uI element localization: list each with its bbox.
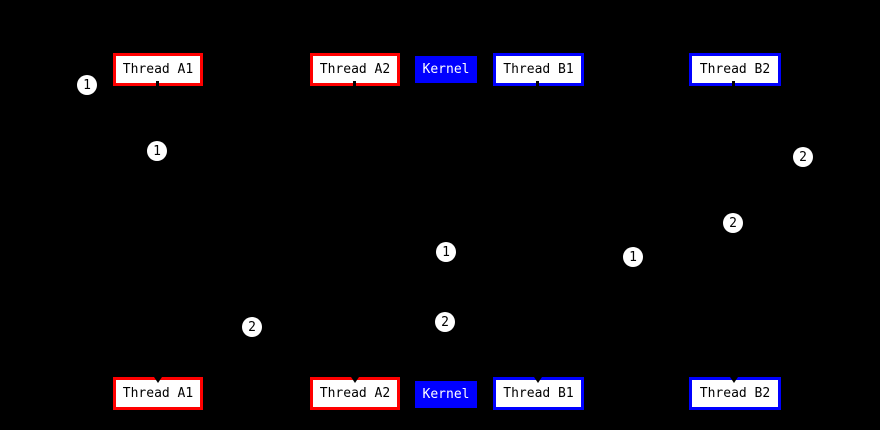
lifeline-notch bbox=[154, 377, 162, 383]
lifeline-notch bbox=[534, 377, 542, 383]
marker-circle-1: 1 bbox=[623, 247, 643, 267]
marker-circle-2: 2 bbox=[242, 317, 262, 337]
marker-circle-2: 2 bbox=[435, 312, 455, 332]
marker-circle-2: 2 bbox=[723, 213, 743, 233]
lifeline-stub bbox=[536, 81, 539, 88]
entity-box-thread-b1-top: Thread B1 bbox=[493, 53, 584, 86]
marker-circle-1: 1 bbox=[77, 75, 97, 95]
marker-circle-1: 1 bbox=[436, 242, 456, 262]
marker-circle-1: 1 bbox=[147, 141, 167, 161]
lifeline-stub bbox=[732, 81, 735, 88]
entity-box-kernel-bottom: Kernel bbox=[415, 381, 477, 408]
lifeline-stub bbox=[156, 81, 159, 88]
lifeline-stub bbox=[353, 81, 356, 88]
lifeline-notch bbox=[730, 377, 738, 383]
entity-box-kernel-top: Kernel bbox=[415, 56, 477, 83]
lifeline-notch bbox=[351, 377, 359, 383]
entity-box-thread-b2-top: Thread B2 bbox=[689, 53, 781, 86]
marker-circle-2: 2 bbox=[793, 147, 813, 167]
entity-box-thread-a1-top: Thread A1 bbox=[113, 53, 203, 86]
